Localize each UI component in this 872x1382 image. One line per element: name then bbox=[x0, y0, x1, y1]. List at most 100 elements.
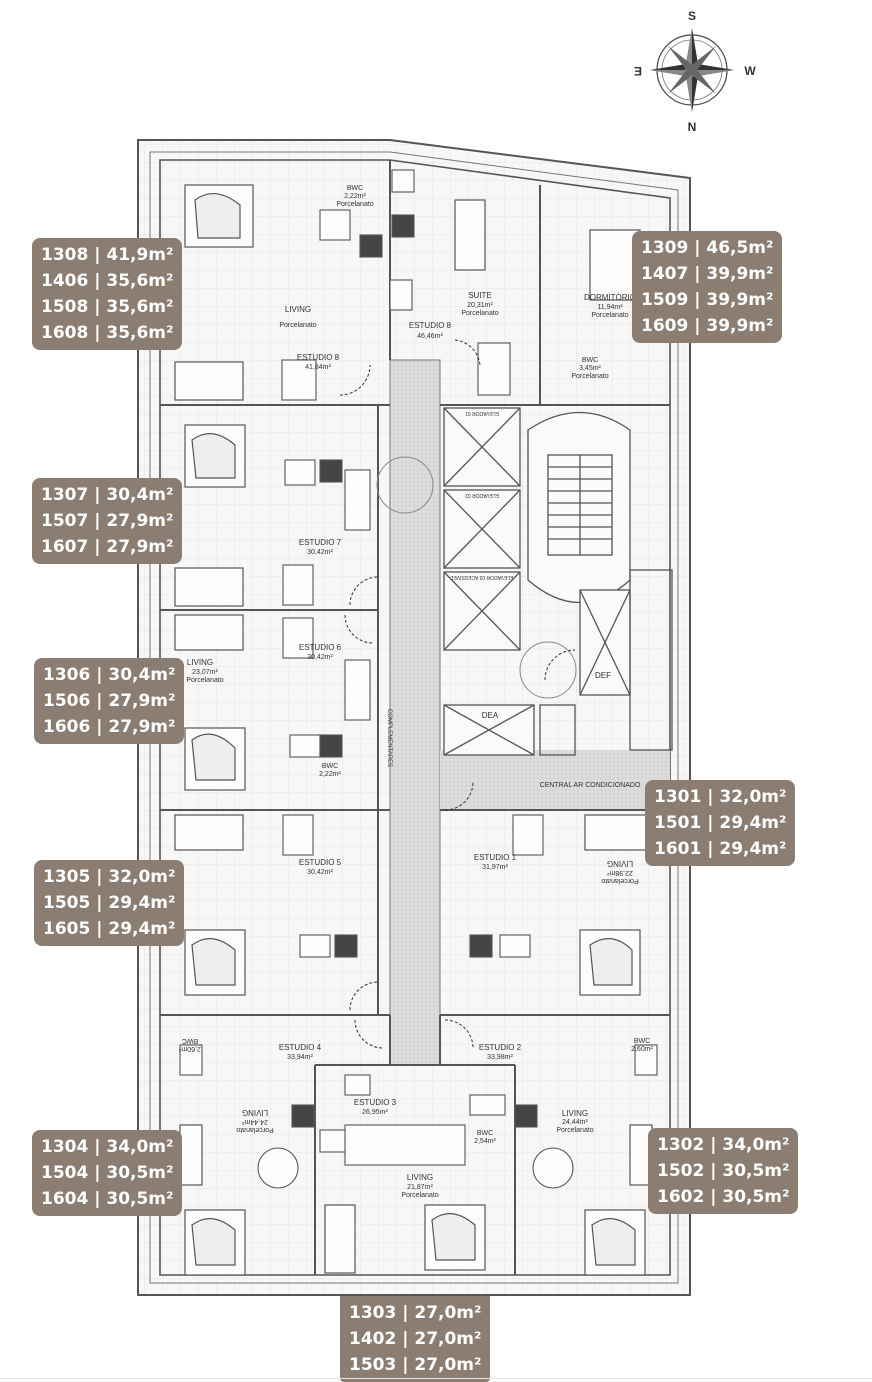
living-03-label: LIVING bbox=[407, 1173, 433, 1182]
suite-area: 20,31m² bbox=[467, 302, 493, 309]
sofas bbox=[174, 199, 654, 1274]
dining-tables bbox=[257, 342, 574, 1189]
dea-label: DEA bbox=[482, 711, 499, 720]
bwc-04-label: BWC bbox=[182, 1037, 198, 1044]
suite-mat: Porcelanato bbox=[461, 310, 498, 317]
compass-e: E bbox=[634, 64, 642, 78]
lobby bbox=[440, 750, 670, 810]
bwc-02-area: 2,60m² bbox=[631, 1046, 653, 1053]
unit-01-area-tag: 1301 | 32,0m² 1501 | 29,4m² 1601 | 29,4m… bbox=[645, 780, 796, 866]
tag-line: 1601 | 29,4m² bbox=[654, 839, 787, 859]
estudio-04-label: ESTUDIO 4 bbox=[279, 1043, 322, 1052]
fixtures bbox=[179, 169, 658, 1153]
dormitorio-mat: Porcelanato bbox=[591, 312, 628, 319]
bwc-08-mat: Porcelanato bbox=[336, 201, 373, 208]
tag-line: 1606 | 27,9m² bbox=[43, 717, 176, 737]
tag-line: 1302 | 34,0m² bbox=[657, 1135, 790, 1155]
room-labels: BWC 2,22m² Porcelanato LIVING Porcelanat… bbox=[178, 185, 653, 1199]
elevator-02-label: ELEVADOR 02 bbox=[465, 492, 499, 498]
living-06-mat: Porcelanato bbox=[186, 677, 223, 684]
estudio-06-label: ESTUDIO 6 bbox=[299, 643, 342, 652]
unit-02-area-tag: 1302 | 34,0m² 1502 | 30,5m² 1602 | 30,5m… bbox=[648, 1128, 799, 1214]
tag-line: 1309 | 46,5m² bbox=[641, 238, 774, 258]
unit-walls bbox=[160, 160, 670, 1275]
estudio-08b-area: 46,46m² bbox=[417, 333, 443, 340]
bwc-04-area: 2,60m² bbox=[178, 1045, 200, 1052]
def-label: DEF bbox=[595, 671, 611, 680]
tag-line: 1608 | 35,6m² bbox=[41, 323, 174, 343]
compass-rose-icon: S E W N bbox=[634, 9, 756, 134]
bwc-09-mat: Porcelanato bbox=[571, 373, 608, 380]
bwc-09-area: 3,45m² bbox=[579, 365, 601, 372]
tag-line: 1505 | 29,4m² bbox=[43, 893, 176, 913]
living-01-label: LIVING bbox=[607, 859, 633, 868]
estudio-08-area: 41,84m² bbox=[305, 364, 331, 371]
tag-line: 1407 | 39,9m² bbox=[641, 264, 774, 284]
tag-line: 1307 | 30,4m² bbox=[41, 485, 174, 505]
estudio-01-area: 31,97m² bbox=[482, 864, 508, 871]
tag-line: 1607 | 27,9m² bbox=[41, 537, 174, 557]
suite-label: SUITE bbox=[468, 291, 492, 300]
bwc-03-label: BWC bbox=[477, 1130, 493, 1137]
bottom-divider bbox=[0, 1378, 872, 1379]
living-02-area: 24,44m² bbox=[562, 1119, 588, 1126]
elevator-03-label: ELEVADOR 03 ACESSÍVEL bbox=[450, 574, 513, 581]
estudio-07-area: 30,42m² bbox=[307, 549, 333, 556]
living-01-mat: Porcelanato bbox=[601, 877, 638, 884]
bwc-08-label: BWC bbox=[347, 185, 363, 192]
compass-s: S bbox=[688, 9, 696, 23]
tag-line: 1605 | 29,4m² bbox=[43, 919, 176, 939]
living-06-area: 23,07m² bbox=[192, 669, 218, 676]
tag-line: 1406 | 35,6m² bbox=[41, 271, 174, 291]
stairwell bbox=[527, 411, 673, 756]
estudio-07-label: ESTUDIO 7 bbox=[299, 538, 342, 547]
unit-08-area-tag: 1308 | 41,9m² 1406 | 35,6m² 1508 | 35,6m… bbox=[32, 238, 183, 350]
elevator-01-label: ELEVADOR 01 bbox=[465, 410, 499, 416]
estudio-08-label: ESTUDIO 8 bbox=[297, 353, 340, 362]
elevators: ELEVADOR 01 ELEVADOR 02 ELEVADOR 03 ACES… bbox=[443, 407, 535, 756]
unit-07-area-tag: 1307 | 30,4m² 1507 | 27,9m² 1607 | 27,9m… bbox=[32, 478, 183, 564]
tag-line: 1304 | 34,0m² bbox=[41, 1137, 174, 1157]
tag-line: 1503 | 27,0m² bbox=[349, 1355, 482, 1375]
tag-line: 1507 | 27,9m² bbox=[41, 511, 174, 531]
estudio-02-label: ESTUDIO 2 bbox=[479, 1043, 522, 1052]
unit-06-area-tag: 1306 | 30,4m² 1506 | 27,9m² 1606 | 27,9m… bbox=[34, 658, 185, 744]
estudio-06-area: 30,42m² bbox=[307, 654, 333, 661]
living-08-label: LIVING bbox=[285, 305, 311, 314]
estudio-05-area: 30,42m² bbox=[307, 869, 333, 876]
bwc-06-label: BWC bbox=[322, 763, 338, 770]
living-04-label: LIVING bbox=[242, 1108, 268, 1117]
dormitorio-label: DORMITÓRIO bbox=[584, 293, 636, 302]
door-swings bbox=[339, 339, 576, 1049]
living-03-mat: Porcelanato bbox=[401, 1192, 438, 1199]
tag-line: 1508 | 35,6m² bbox=[41, 297, 174, 317]
estudio-04-area: 33,94m² bbox=[287, 1054, 313, 1061]
bwc-09-label: BWC bbox=[582, 357, 598, 364]
unit-04-area-tag: 1304 | 34,0m² 1504 | 30,5m² 1604 | 30,5m… bbox=[32, 1130, 183, 1216]
tag-line: 1306 | 30,4m² bbox=[43, 665, 176, 685]
corridor bbox=[389, 359, 441, 1066]
living-01-area: 22,98m² bbox=[606, 869, 632, 876]
tag-line: 1303 | 27,0m² bbox=[349, 1303, 482, 1323]
living-04-mat: Porcelanato bbox=[236, 1126, 273, 1133]
tag-line: 1609 | 39,9m² bbox=[641, 316, 774, 336]
estudio-01-label: ESTUDIO 1 bbox=[474, 853, 517, 862]
bwc-06-area: 2,22m² bbox=[319, 771, 341, 778]
bwc-08-area: 2,22m² bbox=[344, 193, 366, 200]
tag-line: 1402 | 27,0m² bbox=[349, 1329, 482, 1349]
unit-09-area-tag: 1309 | 46,5m² 1407 | 39,9m² 1509 | 39,9m… bbox=[632, 231, 783, 343]
compass-w: W bbox=[744, 64, 756, 78]
unit-05-area-tag: 1305 | 32,0m² 1505 | 29,4m² 1605 | 29,4m… bbox=[34, 860, 185, 946]
complementares-label: COMPLEMENTARES bbox=[386, 709, 392, 767]
tag-line: 1602 | 30,5m² bbox=[657, 1187, 790, 1207]
unit-03-area-tag: 1303 | 27,0m² 1402 | 27,0m² 1503 | 27,0m… bbox=[340, 1296, 491, 1382]
living-03-area: 21,87m² bbox=[407, 1184, 433, 1191]
estudio-03-area: 26,95m² bbox=[362, 1109, 388, 1116]
central-ar-label: CENTRAL AR CONDICIONADO bbox=[540, 782, 641, 789]
tag-line: 1301 | 32,0m² bbox=[654, 787, 787, 807]
tag-line: 1308 | 41,9m² bbox=[41, 245, 174, 265]
beds bbox=[184, 184, 646, 1276]
living-04-area: 24,44m² bbox=[241, 1118, 267, 1125]
estudio-08b-label: ESTUDIO 8 bbox=[409, 321, 452, 330]
bwc-03-area: 2,54m² bbox=[474, 1138, 496, 1145]
